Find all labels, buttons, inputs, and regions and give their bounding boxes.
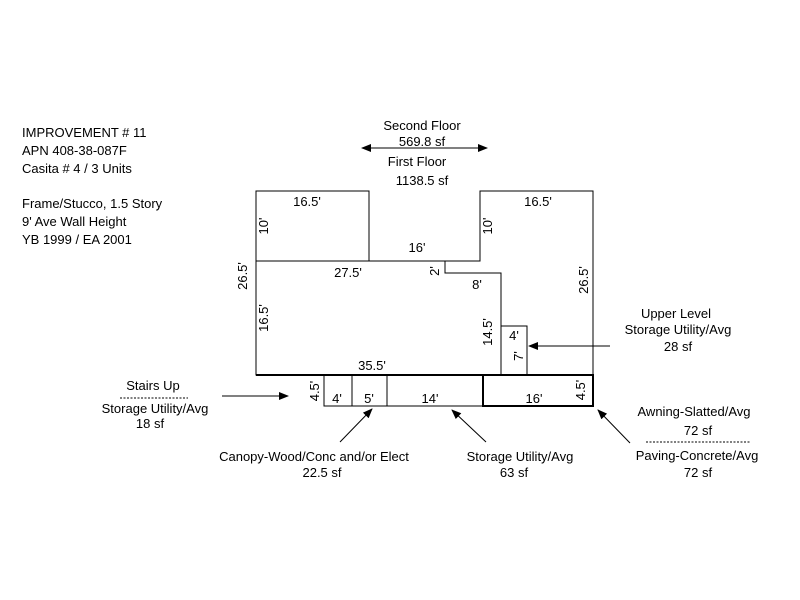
second-floor-label: Second Floor [383, 118, 461, 133]
dim-awning-depth: 4.5' [573, 380, 588, 401]
dim-step-height: 14.5' [480, 318, 495, 346]
construction-type: Frame/Stucco, 1.5 Story [22, 196, 163, 211]
storage-left-area: 18 sf [136, 416, 165, 431]
dim-step-depth: 2' [427, 266, 442, 276]
dim-middle-notch: 16' [409, 240, 426, 255]
dim-stairs-depth: 4.5' [307, 381, 322, 402]
dim-right-height: 26.5' [576, 266, 591, 294]
upper-storage-area: 28 sf [664, 339, 693, 354]
storage-middle-arrow [451, 409, 487, 443]
first-floor-area: 1138.5 sf [396, 173, 449, 188]
dim-upper-storage-height: 7' [511, 351, 526, 361]
dim-top-right-width: 16.5' [524, 194, 552, 209]
canopy-area: 22.5 sf [302, 465, 341, 480]
dim-stairs-width: 4' [332, 391, 342, 406]
building-outline [255, 190, 594, 376]
dim-second-floor-width: 27.5' [334, 265, 362, 280]
dim-right-wing-depth: 10' [480, 218, 495, 235]
canopy-label: Canopy-Wood/Conc and/or Elect [219, 449, 409, 464]
stairs-up-label: Stairs Up [126, 378, 179, 393]
storage-left-label: Storage Utility/Avg [102, 401, 209, 416]
paving-area: 72 sf [684, 465, 713, 480]
dim-canopy-width: 5' [364, 391, 374, 406]
dim-bottom-width: 35.5' [358, 358, 386, 373]
dim-step-width: 8' [472, 277, 482, 292]
year-built: YB 1999 / EA 2001 [22, 232, 132, 247]
dim-lower-left-height: 16.5' [256, 304, 271, 332]
improvement-number: IMPROVEMENT # 11 [22, 125, 147, 140]
casita-units: Casita # 4 / 3 Units [22, 161, 132, 176]
dim-upper-storage-width: 4' [509, 328, 519, 343]
canopy-arrow [339, 408, 373, 443]
paving-label: Paving-Concrete/Avg [636, 448, 759, 463]
dim-left-height: 26.5' [235, 262, 250, 290]
awning-label: Awning-Slatted/Avg [638, 404, 751, 419]
first-floor-label: First Floor [388, 154, 447, 169]
storage-middle-label: Storage Utility/Avg [467, 449, 574, 464]
awning-arrow [597, 409, 631, 444]
wall-height: 9' Ave Wall Height [22, 214, 127, 229]
second-floor-area: 569.8 sf [399, 134, 446, 149]
apn-number: APN 408-38-087F [22, 143, 127, 158]
upper-level-label: Upper Level [641, 306, 711, 321]
upper-storage-label: Storage Utility/Avg [625, 322, 732, 337]
dim-storage-middle-width: 14' [422, 391, 439, 406]
dim-left-wing-depth: 10' [256, 218, 271, 235]
awning-area: 72 sf [684, 423, 713, 438]
storage-middle-area: 63 sf [500, 465, 529, 480]
dim-awning-width: 16' [526, 391, 543, 406]
dim-top-left-width: 16.5' [293, 194, 321, 209]
interior-step-line [444, 261, 502, 375]
